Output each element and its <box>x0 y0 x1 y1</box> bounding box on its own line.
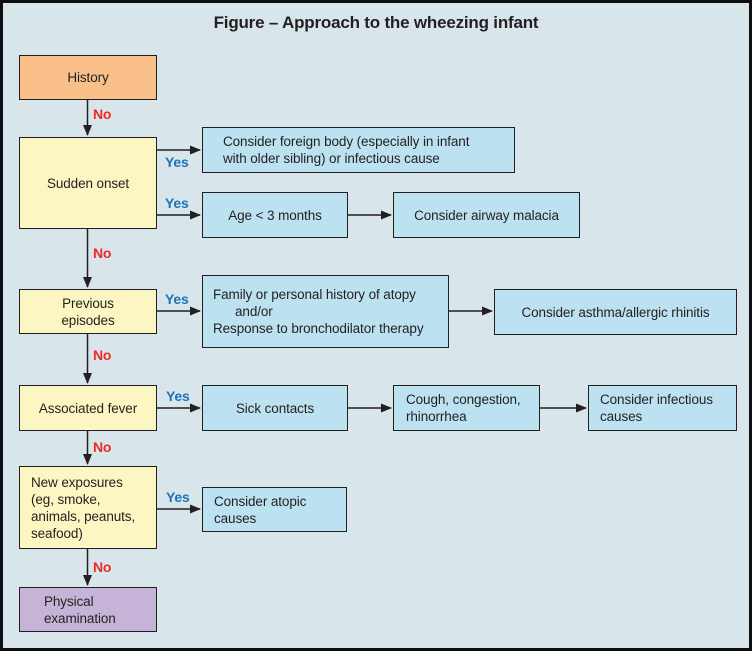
node-label-line: Physical <box>44 593 94 609</box>
node-consider-foreign-body: Consider foreign body (especially in inf… <box>202 127 515 173</box>
node-label-line: (eg, smoke, <box>31 491 101 507</box>
node-label-line: causes <box>214 510 257 526</box>
node-label: Consider asthma/allergic rhinitis <box>521 304 710 320</box>
node-label-line: causes <box>600 409 643 424</box>
node-atopy-history: Family or personal history of atopy and/… <box>202 275 449 348</box>
node-label-line: and/or <box>235 304 273 319</box>
edge-label-no-exposures: No <box>93 559 112 575</box>
node-label-line: Response to bronchodilator therapy <box>213 321 424 336</box>
edge-label-yes-sick-contacts: Yes <box>166 388 190 404</box>
node-label: Age < 3 months <box>228 207 322 223</box>
figure-title: Figure – Approach to the wheezing infant <box>213 13 539 32</box>
node-label-line: New exposures <box>31 474 123 490</box>
node-label-line: Cough, congestion, <box>406 392 521 407</box>
node-label: Sick contacts <box>235 400 315 416</box>
node-previous-episodes: Previous episodes <box>19 289 157 334</box>
node-label-line: rhinorrhea <box>406 409 467 424</box>
edge-label-yes-age: Yes <box>165 195 189 211</box>
edge-label-yes-atopic: Yes <box>166 489 190 505</box>
node-new-exposures: New exposures (eg, smoke, animals, peanu… <box>19 466 157 549</box>
edge-label-no-sudden-onset: No <box>93 245 112 261</box>
node-label-line: Consider infectious <box>600 392 713 407</box>
node-label: Sudden onset <box>46 175 130 191</box>
node-label-line: Consider foreign body (especially in inf… <box>223 134 470 149</box>
node-consider-airway-malacia: Consider airway malacia <box>393 192 580 238</box>
edge-label-no-fever: No <box>93 439 112 455</box>
node-age-under-3-months: Age < 3 months <box>202 192 348 238</box>
node-label-line: with older sibling) or infectious cause <box>223 151 440 166</box>
node-consider-atopic-causes: Consider atopic causes <box>202 487 347 532</box>
node-label-line: seafood) <box>31 525 83 541</box>
node-label-line: animals, peanuts, <box>31 508 136 524</box>
node-label-line: episodes <box>61 312 115 328</box>
node-history: History <box>19 55 157 100</box>
node-label: History <box>67 70 109 85</box>
node-label: Associated fever <box>38 400 138 416</box>
node-label-line: examination <box>44 610 116 626</box>
node-cough-congestion-rhinorrhea: Cough, congestion, rhinorrhea <box>393 385 540 431</box>
node-label-line: Family or personal history of atopy <box>213 287 416 302</box>
node-label-line: Previous <box>62 295 114 311</box>
node-associated-fever: Associated fever <box>19 385 157 431</box>
node-consider-asthma-allergic-rhinitis: Consider asthma/allergic rhinitis <box>494 289 737 335</box>
node-physical-examination: Physical examination <box>19 587 157 632</box>
node-label-line: Consider atopic <box>214 493 307 509</box>
edge-label-no-previous: No <box>93 347 112 363</box>
node-consider-infectious-causes: Consider infectious causes <box>588 385 737 431</box>
edge-label-yes-atopy: Yes <box>165 291 189 307</box>
node-sick-contacts: Sick contacts <box>202 385 348 431</box>
node-sudden-onset: Sudden onset <box>19 137 157 229</box>
edge-label-yes-foreign-body: Yes <box>165 154 189 170</box>
node-label: Consider airway malacia <box>414 207 559 223</box>
edge-label-no-history: No <box>93 106 112 122</box>
